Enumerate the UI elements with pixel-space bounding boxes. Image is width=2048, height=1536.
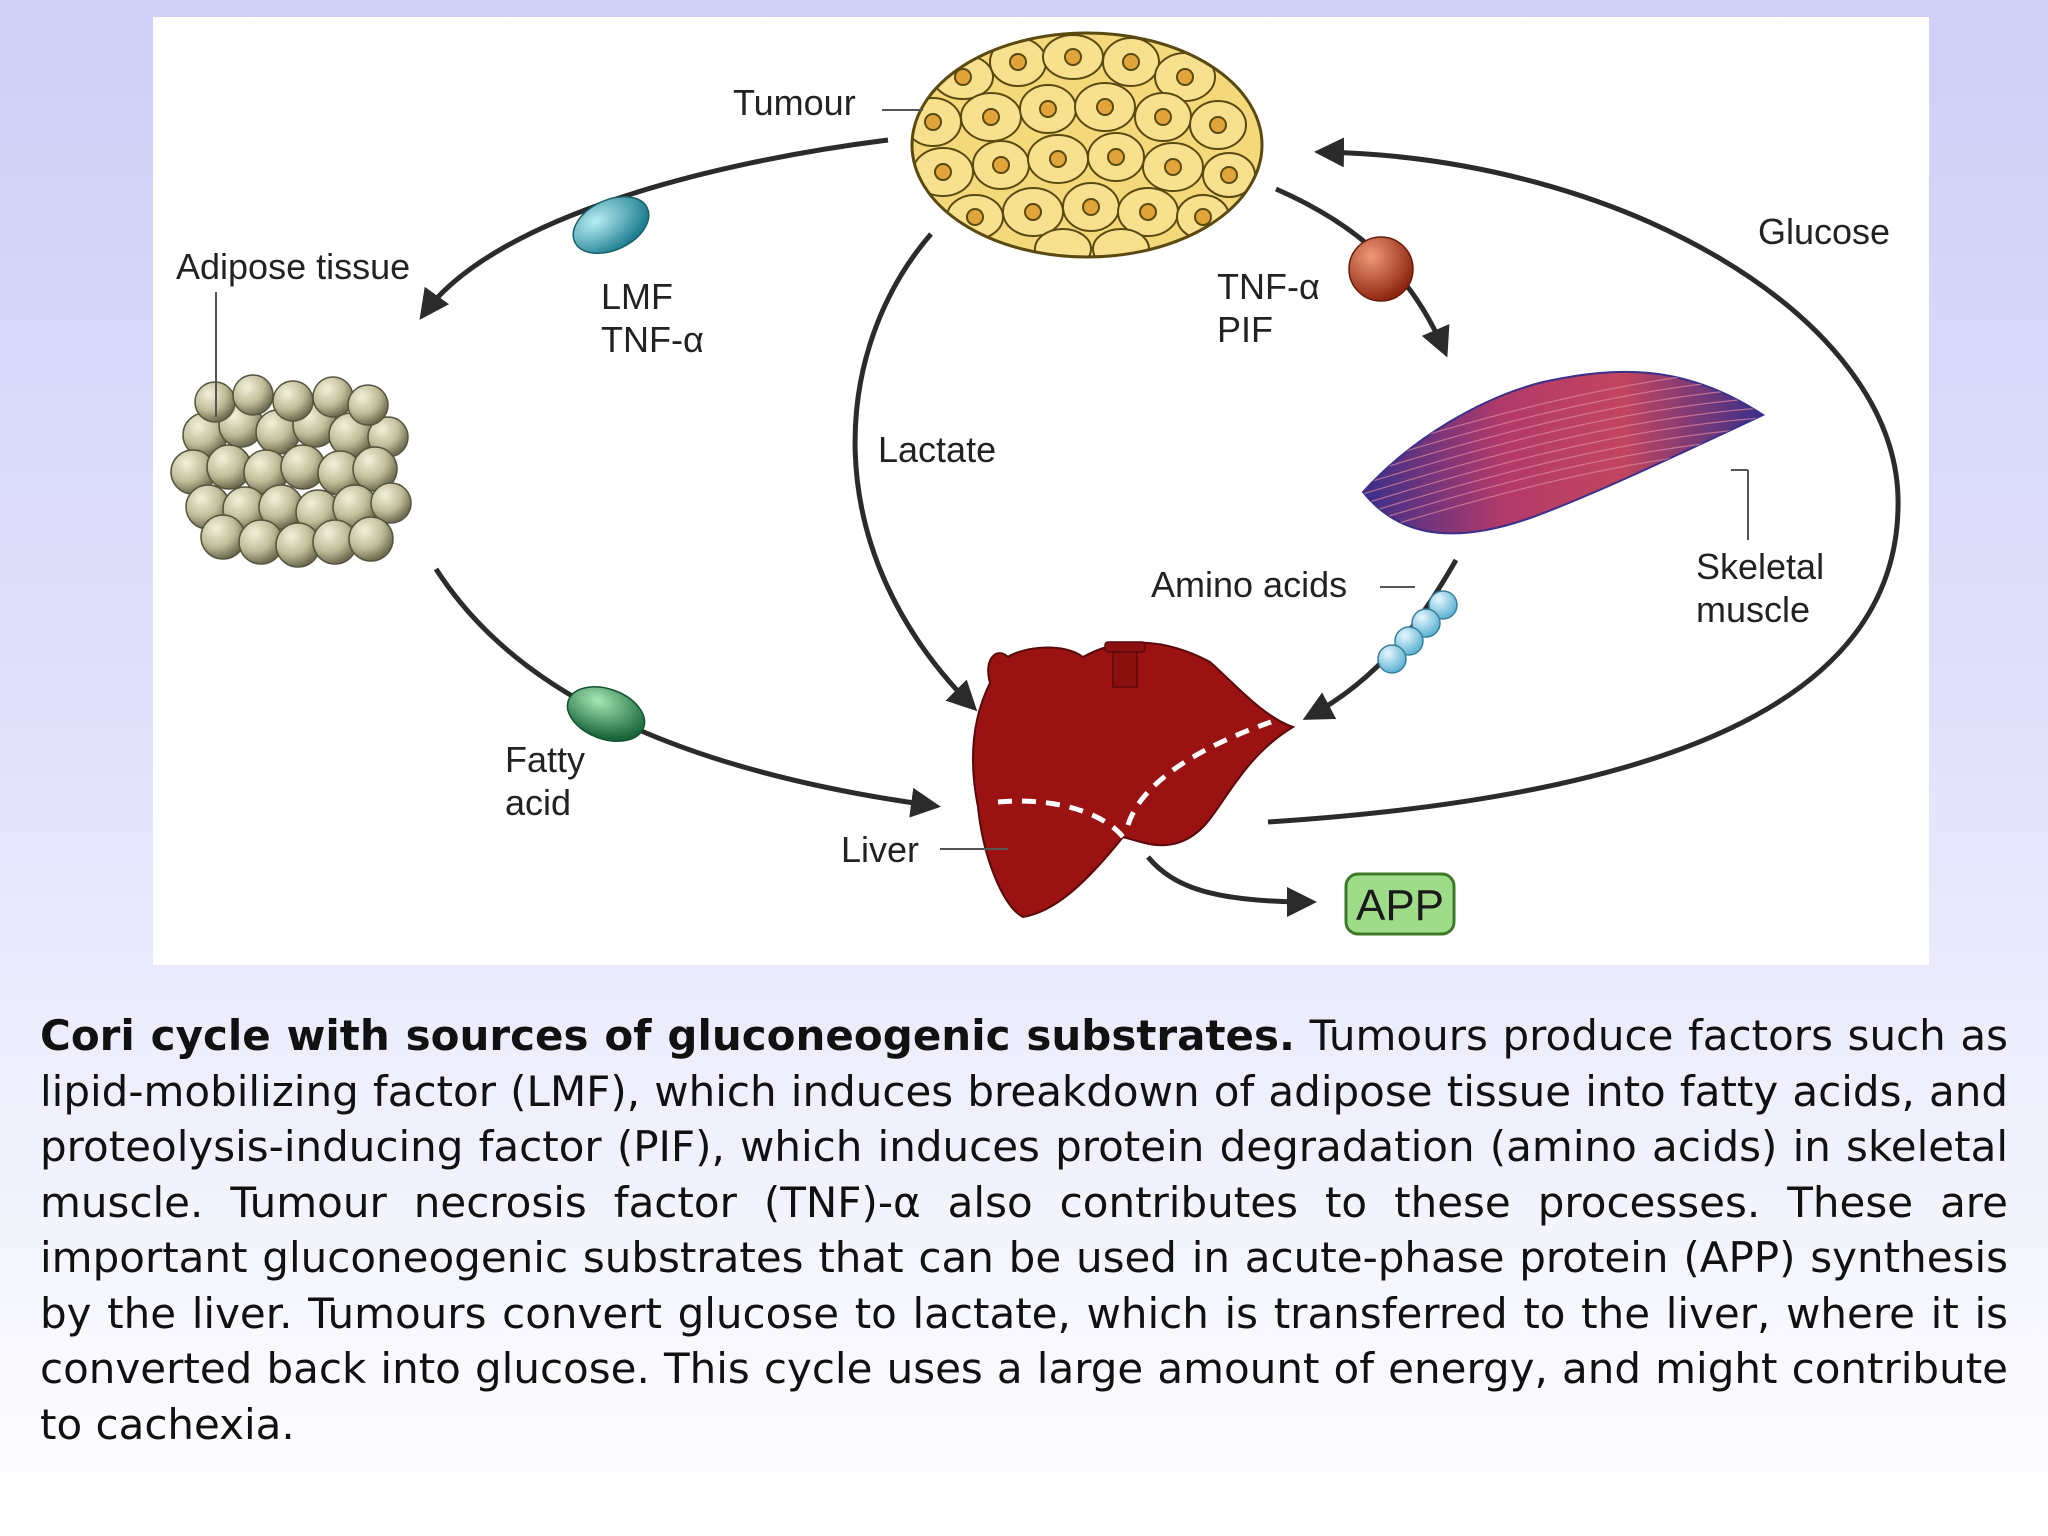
diagram-panel: Tumour Adipose tissue LMF TNF-α TNF-α PI… xyxy=(153,17,1929,965)
app-box xyxy=(1344,872,1456,936)
liver-organ xyxy=(971,641,1296,919)
cori-cycle-diagram: Tumour Adipose tissue LMF TNF-α TNF-α PI… xyxy=(170,31,1901,936)
caption-title: Cori cycle with sources of gluconeogenic… xyxy=(40,1011,1295,1060)
label-tumour: Tumour xyxy=(733,82,856,123)
lmf-factor-blob xyxy=(572,195,650,255)
label-adipose-tissue: Adipose tissue xyxy=(176,246,410,287)
label-lactate: Lactate xyxy=(878,429,996,470)
label-tnf-alpha-right: TNF-α xyxy=(1217,266,1320,307)
arrow-liver-to-app xyxy=(1146,855,1317,917)
figure-caption: Cori cycle with sources of gluconeogenic… xyxy=(40,1008,2008,1452)
label-tnf-alpha-left: TNF-α xyxy=(601,319,704,360)
arrow-tumour-to-liver-lactate xyxy=(852,232,978,712)
label-pif: PIF xyxy=(1217,309,1273,350)
label-glucose: Glucose xyxy=(1758,211,1890,252)
leader-lines xyxy=(215,109,1749,850)
tumour-cell-cluster xyxy=(910,31,1264,259)
label-acid: acid xyxy=(505,782,571,823)
caption-body: Tumours produce factors such as lipid-mo… xyxy=(40,1011,2008,1449)
tnf-pif-ball xyxy=(1348,236,1414,302)
label-skeletal: Skeletal xyxy=(1696,546,1824,587)
label-amino-acids: Amino acids xyxy=(1151,564,1347,605)
arrow-liver-to-tumour-glucose xyxy=(1267,137,1901,825)
label-fatty: Fatty xyxy=(505,739,585,780)
amino-acid-beads xyxy=(1377,590,1458,674)
label-liver: Liver xyxy=(841,829,919,870)
skeletal-muscle xyxy=(1361,370,1766,535)
adipose-tissue-cluster xyxy=(170,374,412,568)
label-app: APP xyxy=(1356,881,1444,930)
fatty-acid-blob xyxy=(566,686,646,742)
label-muscle: muscle xyxy=(1696,589,1810,630)
label-lmf: LMF xyxy=(601,276,673,317)
